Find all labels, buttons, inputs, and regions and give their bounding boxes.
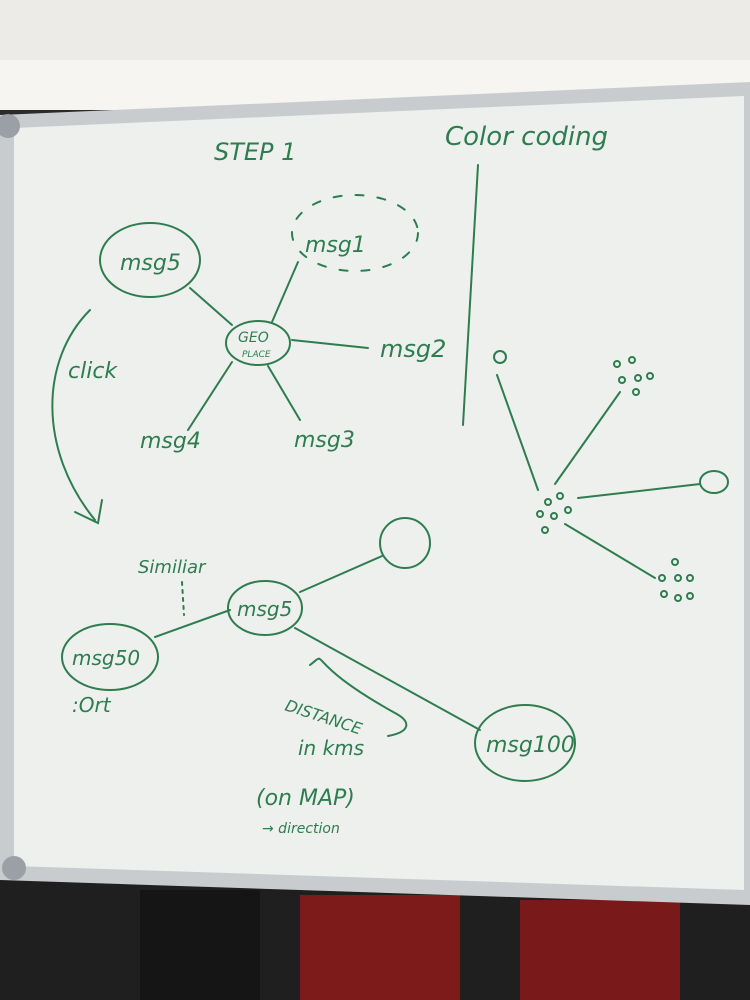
spoke-msg2	[291, 339, 369, 349]
in-kms-label: in kms	[298, 736, 364, 760]
spoke-msg3	[267, 365, 301, 421]
color-spoke-lower-right	[564, 523, 656, 579]
msg5-label: msg5	[120, 251, 181, 276]
distance-bracket	[309, 657, 408, 737]
msg5-center-label: msg5	[237, 597, 292, 621]
cluster-dot-top	[613, 360, 621, 368]
step-1-title: STEP 1	[214, 138, 296, 166]
cluster-dot-bottom	[686, 592, 694, 600]
msg3-label: msg3	[294, 428, 355, 453]
click-label: click	[68, 359, 118, 384]
whiteboard-surface	[14, 96, 744, 890]
cluster-dot-top	[646, 372, 654, 380]
click-arrowhead	[74, 499, 103, 525]
click-arrow	[51, 309, 96, 521]
cluster-dot-bottom	[671, 558, 679, 566]
on-map-label: (on MAP)	[256, 786, 355, 811]
cluster-center-dot	[536, 510, 544, 518]
cluster-center-dot	[550, 512, 558, 520]
cluster-dot-top	[618, 376, 626, 384]
msg2-label: msg2	[380, 335, 446, 363]
person-red-shirt-right	[520, 900, 680, 1000]
msg1-label: msg1	[305, 233, 366, 258]
similar-dotted	[181, 581, 185, 616]
cluster-dot-top	[628, 356, 636, 364]
cluster-dot-bottom	[674, 594, 682, 602]
link-msg100	[294, 627, 481, 731]
color-spoke-upper-left	[496, 374, 539, 491]
divider-line	[462, 164, 479, 426]
msg5-node-circle	[99, 222, 201, 298]
color-coding-title: Color coding	[445, 122, 608, 152]
cluster-dot-bottom	[674, 574, 682, 582]
frame-corner-bottom-left	[2, 856, 26, 880]
cluster-dot-bottom	[660, 590, 668, 598]
msg1-dashed-node	[291, 194, 419, 272]
link-msg50	[154, 609, 231, 638]
msg4-label: msg4	[140, 429, 201, 454]
empty-node-top-right	[379, 517, 431, 569]
spoke-msg5	[189, 287, 233, 326]
cluster-dot-bottom	[658, 574, 666, 582]
msg100-label: msg100	[486, 733, 575, 758]
cluster-center-dot	[556, 492, 564, 500]
person-dark-jacket	[140, 890, 260, 1000]
cluster-dot-top	[634, 374, 642, 382]
place-label: PLACE	[242, 350, 271, 360]
frame-corner-top-left	[0, 114, 20, 138]
msg5-center-node	[227, 580, 303, 636]
cluster-center-dot	[544, 498, 552, 506]
direction-label: → direction	[262, 821, 340, 837]
geo-place-hub	[225, 320, 291, 366]
small-circle-upper-left	[493, 350, 507, 364]
ort-label: :Ort	[72, 693, 112, 717]
color-spoke-right	[577, 483, 701, 499]
cluster-center-dot	[564, 506, 572, 514]
geo-label: GEO	[238, 330, 269, 346]
color-spoke-upper-right	[554, 391, 621, 485]
msg100-node	[474, 704, 576, 782]
spoke-msg1	[271, 261, 299, 323]
similar-label: Similiar	[138, 557, 207, 578]
link-empty-node	[299, 555, 383, 593]
cluster-center-dot	[541, 526, 549, 534]
spoke-msg4	[187, 361, 233, 431]
msg50-node	[61, 623, 159, 691]
person-red-shirt-left	[300, 895, 460, 1000]
cluster-dot-bottom	[686, 574, 694, 582]
cluster-dot-top	[632, 388, 640, 396]
circle-right	[699, 470, 729, 494]
msg50-label: msg50	[72, 646, 140, 670]
